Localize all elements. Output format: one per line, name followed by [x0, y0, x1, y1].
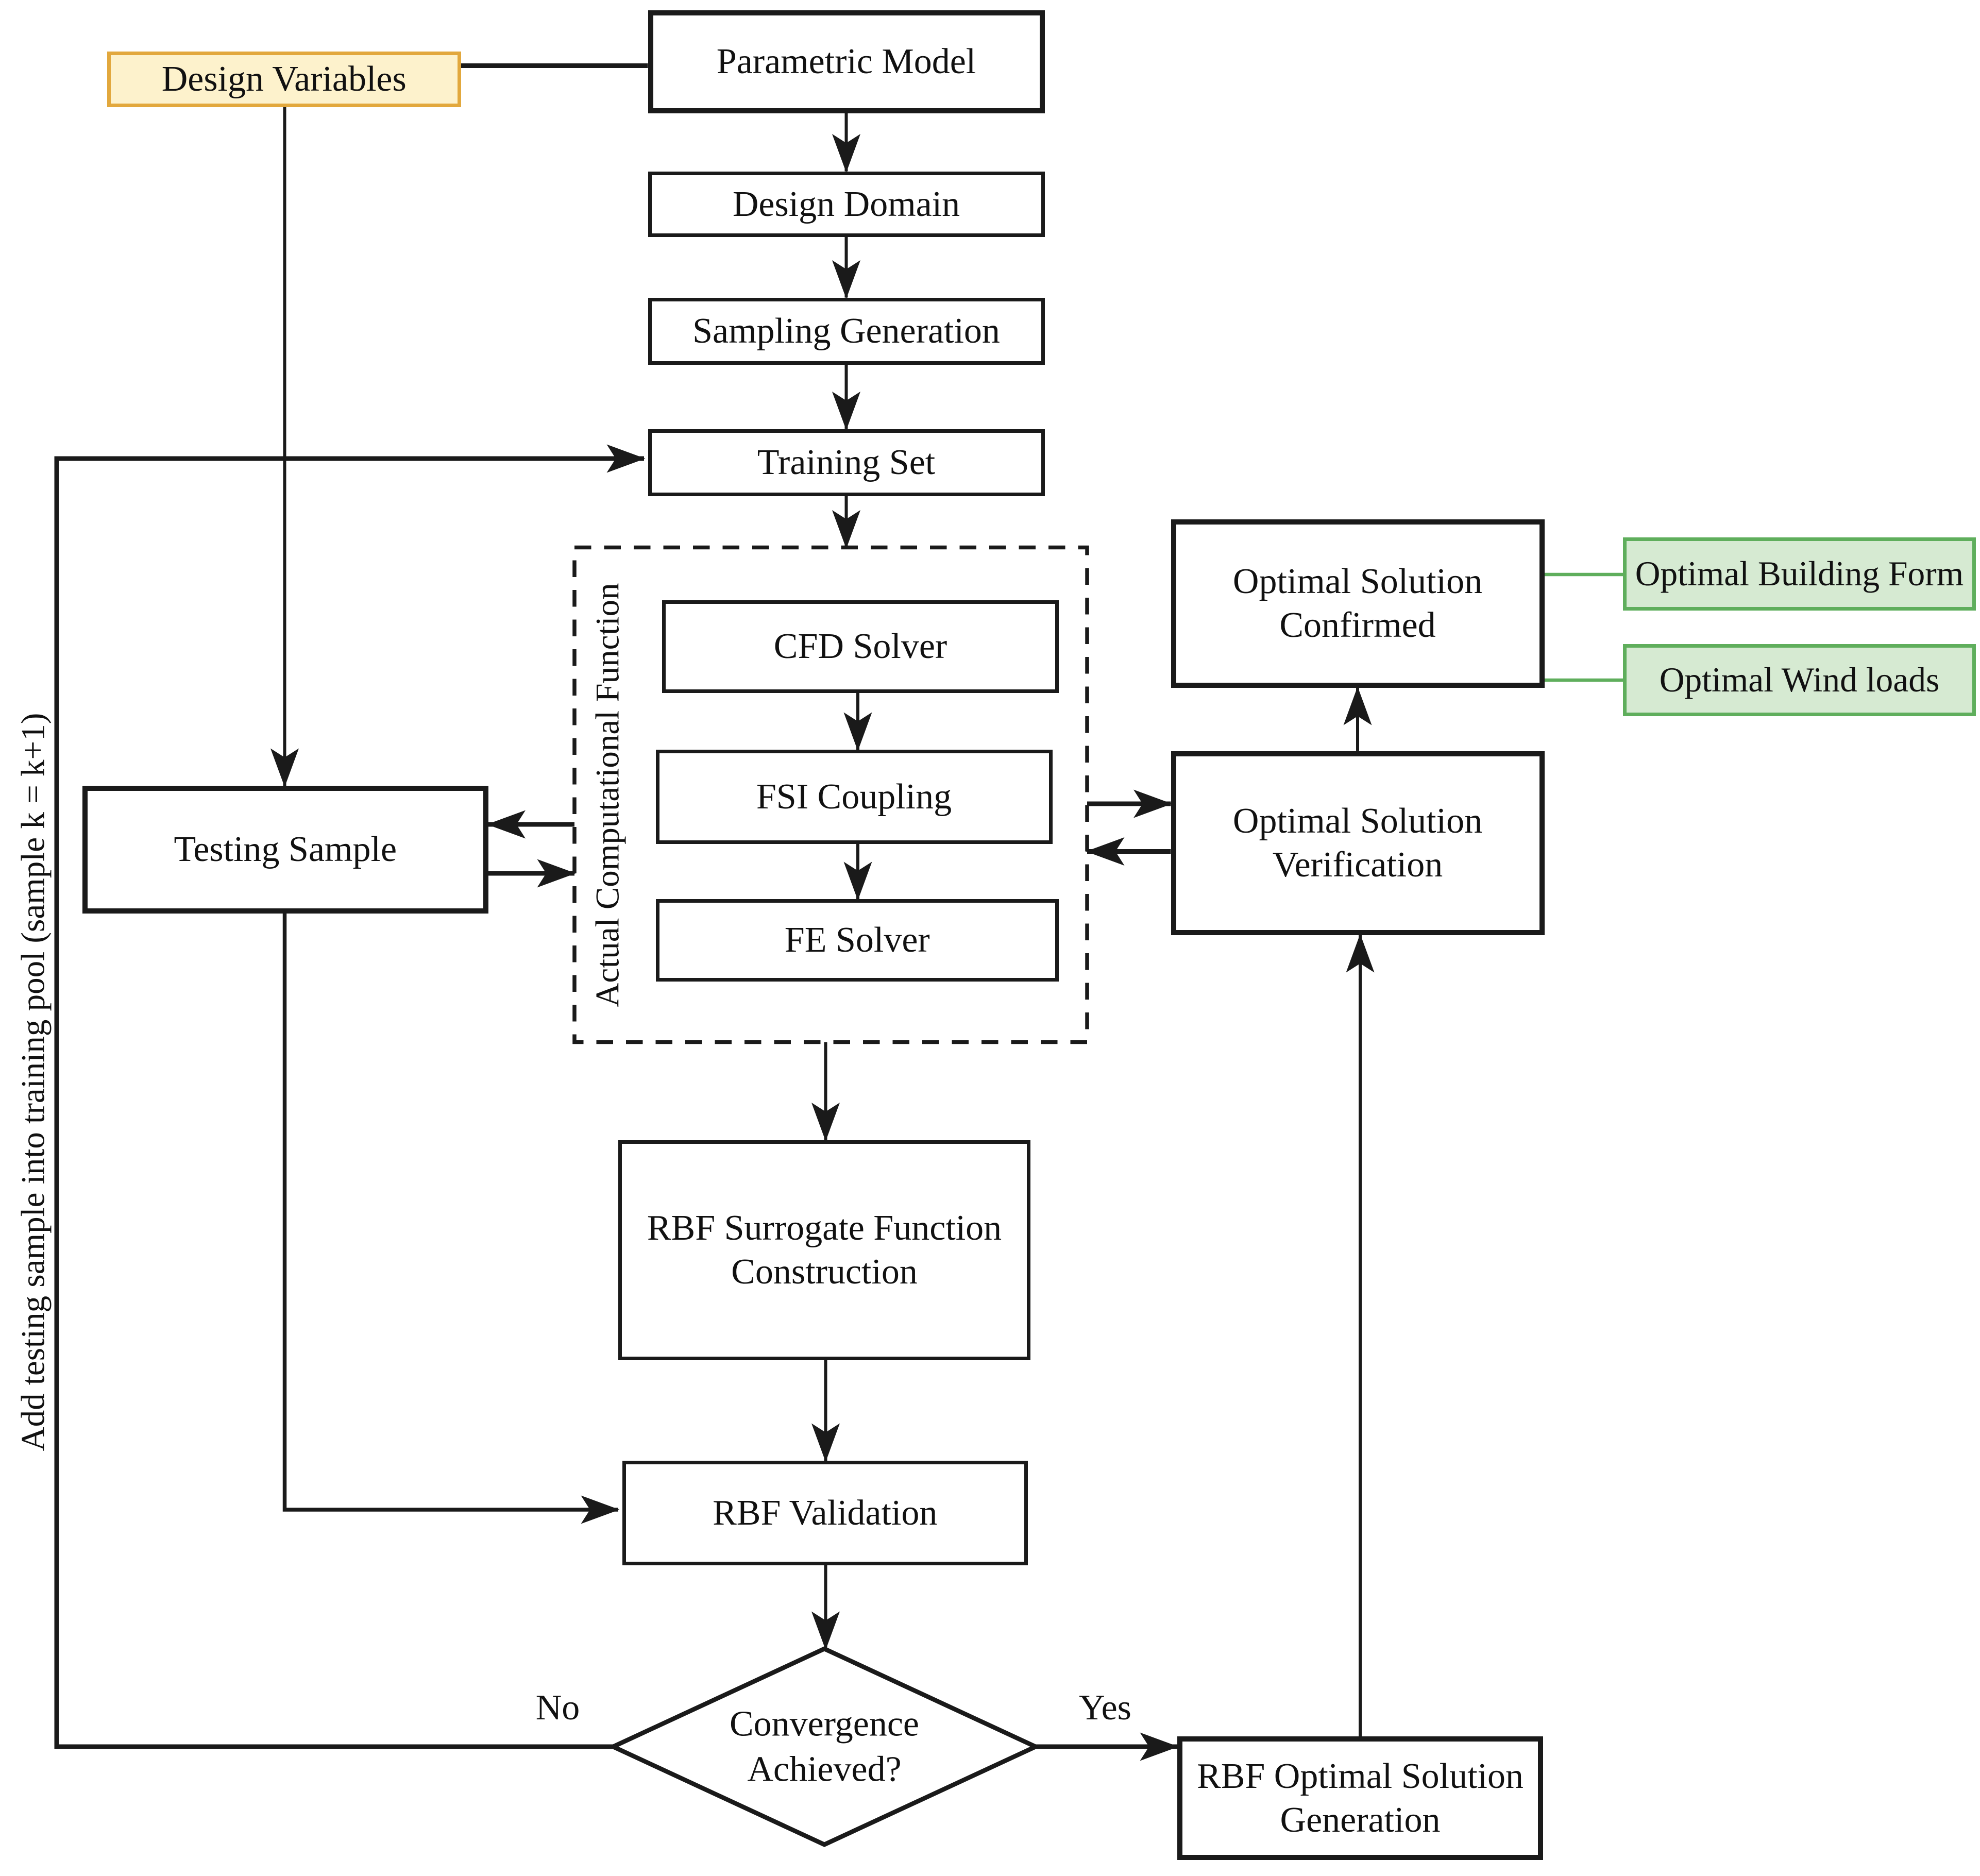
node-convergence-decision-label: Convergence Achieved? — [729, 1704, 919, 1789]
node-optimal-confirmed-label: Optimal Solution Confirmed — [1232, 561, 1483, 646]
node-rbf-surrogate-label: RBF Surrogate Function Construction — [647, 1208, 1002, 1292]
node-fsi-coupling: FSI Coupling — [655, 750, 1053, 844]
node-rbf-optimal-generation: RBF Optimal Solution Generation — [1177, 1736, 1543, 1860]
node-rbf-validation: RBF Validation — [622, 1461, 1028, 1565]
convergence-decision-diamond — [607, 1646, 1041, 1847]
node-cfd-solver-label: CFD Solver — [773, 627, 947, 667]
node-design-variables-label: Design Variables — [161, 59, 407, 99]
node-fsi-coupling-label: FSI Coupling — [756, 776, 952, 817]
node-parametric-model-label: Parametric Model — [716, 42, 976, 82]
feedback-loop-note: Add testing sample into training pool (s… — [14, 713, 52, 1451]
node-sampling-generation: Sampling Generation — [648, 297, 1045, 365]
node-cfd-solver: CFD Solver — [662, 600, 1059, 693]
node-rbf-surrogate: RBF Surrogate Function Construction — [618, 1140, 1030, 1360]
node-design-domain-label: Design Domain — [732, 184, 960, 224]
node-optimal-building-form-label: Optimal Building Form — [1635, 554, 1964, 593]
node-design-variables: Design Variables — [107, 52, 461, 107]
edge-testing-sample-to-rbf-validation — [282, 913, 620, 1524]
node-parametric-model: Parametric Model — [648, 10, 1045, 113]
node-optimal-confirmed: Optimal Solution Confirmed — [1171, 519, 1545, 688]
node-testing-sample: Testing Sample — [82, 786, 488, 914]
node-training-set-label: Training Set — [757, 442, 936, 482]
node-optimal-verification-label: Optimal Solution Verification — [1232, 801, 1483, 885]
node-optimal-wind-loads-label: Optimal Wind loads — [1659, 660, 1940, 699]
node-fe-solver-label: FE Solver — [784, 920, 930, 960]
node-optimal-building-form: Optimal Building Form — [1623, 537, 1976, 611]
node-design-domain: Design Domain — [648, 171, 1045, 237]
edge-label-yes: Yes — [1079, 1688, 1131, 1728]
node-sampling-generation-label: Sampling Generation — [692, 311, 1000, 351]
node-rbf-optimal-generation-label: RBF Optimal Solution Generation — [1197, 1756, 1524, 1840]
edge-label-no: No — [535, 1688, 580, 1728]
edge-no-feedback-to-training-set — [54, 444, 646, 1749]
node-optimal-wind-loads: Optimal Wind loads — [1623, 644, 1976, 716]
node-testing-sample-label: Testing Sample — [174, 830, 397, 870]
node-fe-solver: FE Solver — [655, 899, 1059, 982]
node-training-set: Training Set — [648, 429, 1045, 496]
node-rbf-validation-label: RBF Validation — [713, 1493, 938, 1533]
acf-group-label: Actual Computational Function — [589, 582, 627, 1007]
node-optimal-verification: Optimal Solution Verification — [1171, 751, 1545, 935]
